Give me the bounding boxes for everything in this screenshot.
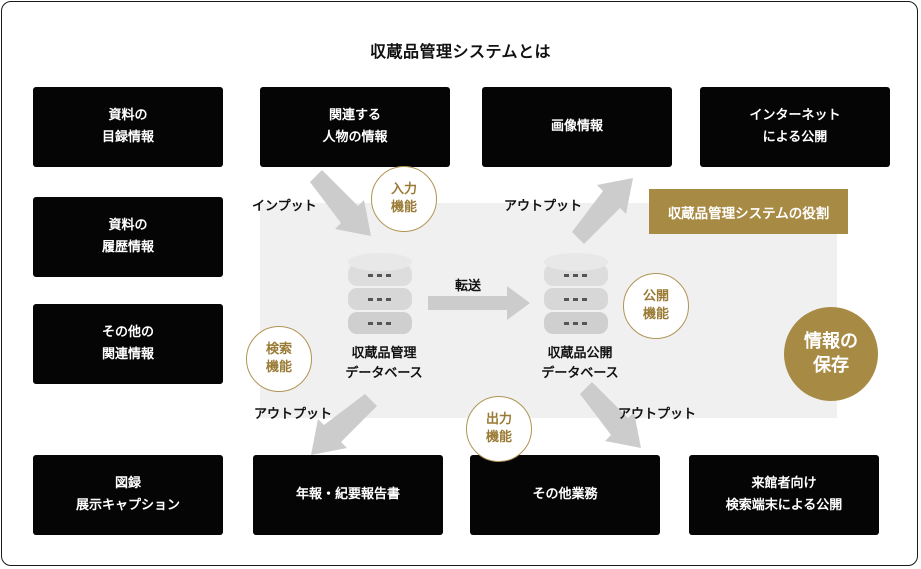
catalog-caption-box: 図録 展示キャプション xyxy=(33,455,223,535)
image-info-box: 画像情報 xyxy=(482,87,672,167)
transfer-arrow xyxy=(428,286,530,320)
output-left-arrow xyxy=(311,394,377,455)
public-database-icon xyxy=(544,253,608,334)
output-right-label: アウトプット xyxy=(618,407,697,422)
search-function-circle: 検索 機能 xyxy=(246,326,312,392)
other-related-info-box: その他の 関連情報 xyxy=(33,304,223,384)
transfer-label: 転送 xyxy=(455,279,482,294)
management-database-icon xyxy=(348,253,412,334)
visitor-terminal-box: 来館者向け 検索端末による公開 xyxy=(689,455,879,535)
input-function-circle: 入力 機能 xyxy=(371,166,437,232)
input-arrow xyxy=(310,170,371,236)
annual-report-box: 年報・紀要報告書 xyxy=(253,455,443,535)
catalog-info-box: 資料の 目録情報 xyxy=(33,87,223,167)
internet-publication-box: インターネット による公開 xyxy=(700,87,890,167)
output-top-arrow xyxy=(572,178,633,244)
information-storage-circle: 情報の 保存 xyxy=(784,307,878,401)
history-info-box: 資料の 履歴情報 xyxy=(33,197,223,277)
related-person-info-box: 関連する 人物の情報 xyxy=(260,87,450,167)
output-left-label: アウトプット xyxy=(254,407,333,422)
public-function-circle: 公開 機能 xyxy=(623,273,689,339)
input-label: インプット xyxy=(252,199,317,214)
public-database-label: 収蔵品公開 データベース xyxy=(541,346,619,381)
system-role-area xyxy=(260,203,837,418)
diagram-title: 収蔵品管理システムとは xyxy=(369,42,552,61)
output-function-circle: 出力 機能 xyxy=(466,396,532,462)
output-right-arrow xyxy=(580,382,641,448)
system-role-label: 収蔵品管理システムの役割 xyxy=(649,189,848,234)
other-operations-box: その他業務 xyxy=(470,455,660,535)
output-top-label: アウトプット xyxy=(504,199,583,214)
management-database-label: 収蔵品管理 データベース xyxy=(345,346,423,381)
